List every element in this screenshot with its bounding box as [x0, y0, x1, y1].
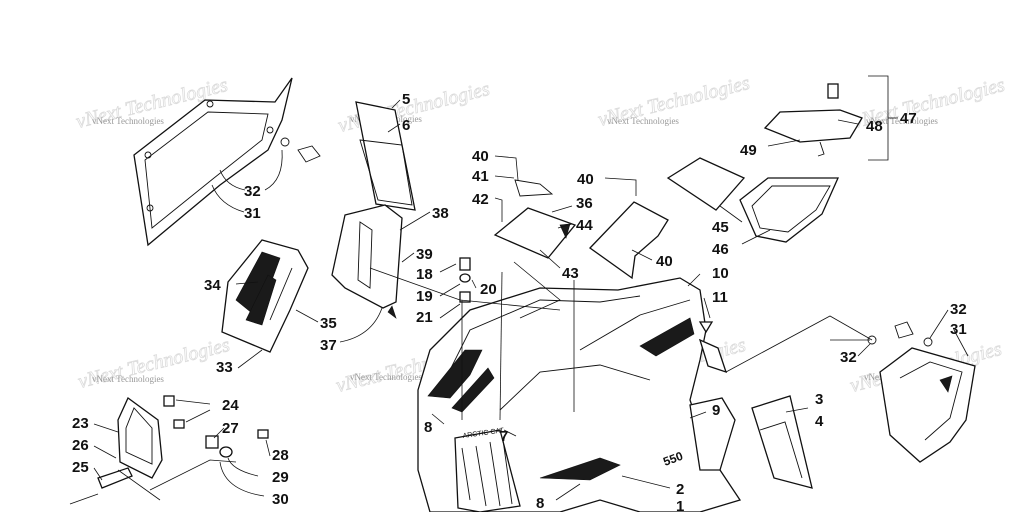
- callout-2: 2: [676, 481, 684, 498]
- callout-44: 44: [576, 217, 593, 234]
- callout-11: 11: [712, 289, 728, 306]
- callout-38: 38: [432, 205, 449, 222]
- callout-1: 1: [676, 498, 684, 512]
- callout-24: 24: [222, 397, 239, 414]
- callout-8: 8: [536, 495, 544, 512]
- nut-icon: [297, 145, 321, 163]
- front-fender: ARCTIC CAT 550: [417, 277, 742, 512]
- callout-10: 10: [712, 265, 729, 282]
- callout-27: 27: [222, 420, 239, 437]
- callout-5: 5: [402, 91, 410, 108]
- watermark: vNext Technologies: [866, 116, 938, 126]
- screw-icon: [257, 429, 269, 439]
- callout-23: 23: [72, 415, 89, 432]
- callout-3: 3: [815, 391, 823, 408]
- callout-34: 34: [204, 277, 221, 294]
- callout-28: 28: [272, 447, 289, 464]
- bolt-icon: [163, 395, 175, 407]
- callout-43: 43: [562, 265, 579, 282]
- callout-45: 45: [712, 219, 729, 236]
- callout-26: 26: [72, 437, 89, 454]
- callout-49: 49: [740, 142, 757, 159]
- washer-icon: [219, 446, 233, 458]
- watermark: vNext Technologies: [92, 116, 164, 126]
- watermark: vNext Technologies: [350, 372, 422, 382]
- callout-32: 32: [950, 301, 967, 318]
- callout-9: 9: [712, 402, 720, 419]
- decal-model: 550: [661, 449, 685, 469]
- callout-31: 31: [950, 321, 967, 338]
- callout-41: 41: [472, 168, 489, 185]
- callout-33: 33: [216, 359, 233, 376]
- callout-7: 7: [500, 428, 508, 445]
- grommet-icon: [459, 291, 471, 303]
- leader-lines: [93, 75, 969, 501]
- callout-40: 40: [472, 148, 489, 165]
- rivet-icon: [698, 321, 714, 334]
- fastener-icon: [280, 137, 290, 147]
- bolt-icon: [173, 419, 185, 429]
- callout-39: 39: [416, 246, 433, 263]
- callout-29: 29: [272, 469, 289, 486]
- callout-42: 42: [472, 191, 489, 208]
- center-plate: [493, 179, 669, 280]
- callout-30: 30: [272, 491, 289, 508]
- nut-icon: [205, 435, 219, 449]
- callout-32: 32: [244, 183, 261, 200]
- decal-panel: [221, 239, 309, 353]
- callouts: 1 2 3 4 5 6 7 8 8 9 10 11 18 19 20 21 23…: [72, 91, 967, 512]
- right-side-panel: [867, 321, 976, 463]
- watermark-outline: vNext Technologies: [76, 334, 232, 393]
- watermark: vNext Technologies: [607, 116, 679, 126]
- callout-35: 35: [320, 315, 337, 332]
- callout-36: 36: [576, 195, 593, 212]
- callout-18: 18: [416, 266, 433, 283]
- callout-4: 4: [815, 413, 824, 430]
- callout-46: 46: [712, 241, 729, 258]
- nut-icon: [894, 321, 914, 339]
- callout-40: 40: [577, 171, 594, 188]
- callout-47: 47: [900, 110, 917, 127]
- callout-31: 31: [244, 205, 261, 222]
- callout-6: 6: [402, 117, 410, 134]
- callout-37: 37: [320, 337, 337, 354]
- callout-19: 19: [416, 288, 433, 305]
- watermark: vNext Technologies: [92, 374, 164, 384]
- callout-48: 48: [866, 118, 883, 135]
- bolt-icon: [459, 257, 471, 271]
- storage-box: [666, 83, 863, 243]
- callout-25: 25: [72, 459, 89, 476]
- left-side-panel: [133, 77, 321, 247]
- headlight-cover: [69, 395, 269, 505]
- callout-21: 21: [416, 309, 433, 326]
- callout-32: 32: [840, 349, 857, 366]
- washer-icon: [459, 273, 471, 283]
- fastener-icon: [923, 337, 933, 347]
- callout-20: 20: [480, 281, 497, 298]
- decal-3-4: [751, 395, 813, 489]
- part-37-bracket: [331, 204, 403, 319]
- part-5-6: [355, 101, 416, 211]
- hardware-18-21: [459, 257, 714, 334]
- callout-8: 8: [424, 419, 432, 436]
- callout-40: 40: [656, 253, 673, 270]
